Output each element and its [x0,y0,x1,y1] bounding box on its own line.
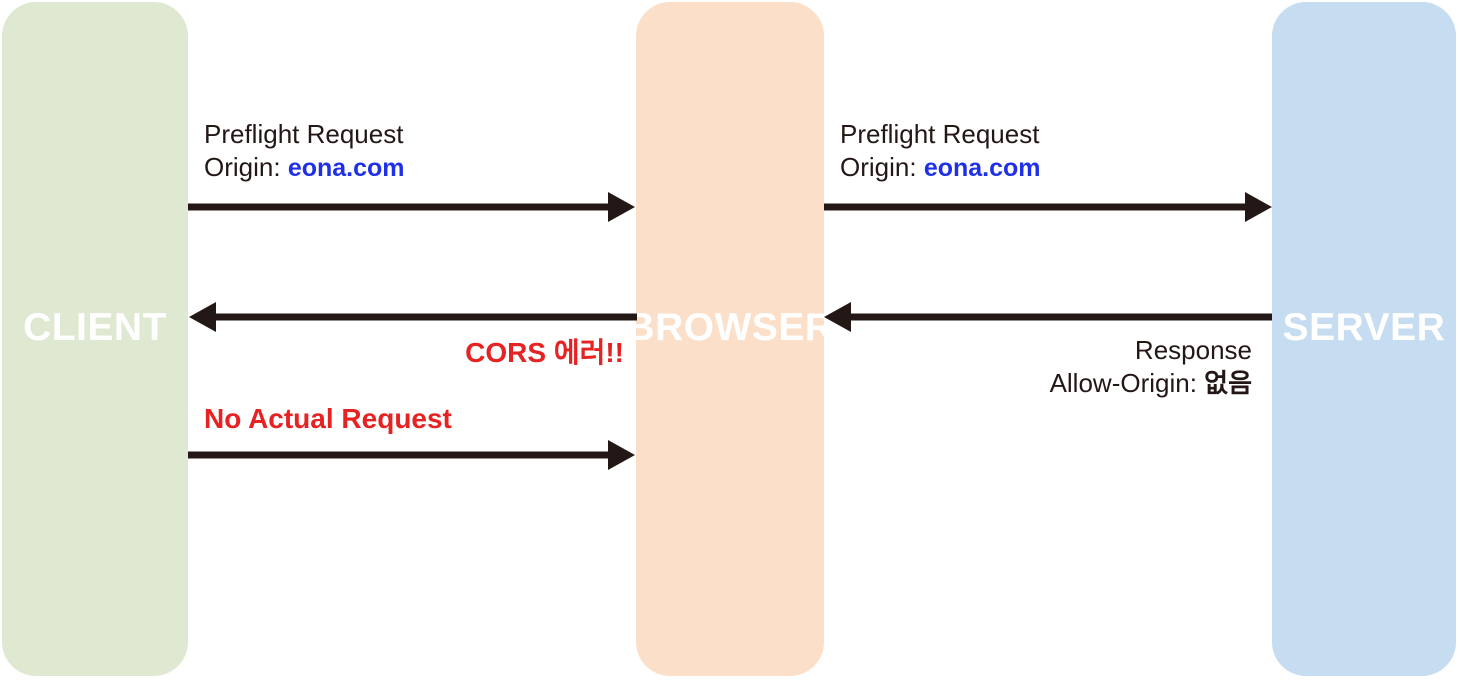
browser-column: BROWSER [626,2,833,676]
preflight-left-line2: Origin: eona.com [204,151,405,185]
origin-prefix: Origin: [204,152,288,182]
arrowhead-left-icon [824,302,851,332]
arrowhead-right-icon [1245,192,1272,222]
arrow-shaft [209,313,637,321]
preflight-left-line1: Preflight Request [204,119,404,149]
label-no-actual-request: No Actual Request [204,403,452,434]
client-column-label: CLIENT [23,306,167,349]
arrow-error-browser-to-client [189,302,637,332]
arrow-shaft [824,203,1252,211]
arrow-preflight-client-to-browser [188,192,635,222]
response-line1: Response [1134,335,1252,365]
arrow-no-actual-request [188,440,635,470]
label-preflight-request-left: Preflight Request Origin: eona.com [204,118,405,185]
arrow-response-server-to-browser [824,302,1272,332]
label-preflight-request-right: Preflight Request Origin: eona.com [840,118,1041,185]
arrowhead-left-icon [189,302,216,332]
origin-value: eona.com [923,154,1041,182]
arrow-shaft [844,313,1272,321]
arrow-shaft [188,203,615,211]
browser-column-label: BROWSER [626,306,834,349]
server-column-label: SERVER [1282,306,1446,349]
preflight-right-line2: Origin: eona.com [840,151,1041,185]
allow-origin-prefix: Allow-Origin: [1049,368,1205,398]
arrow-shaft [188,451,615,459]
server-column: SERVER [1272,2,1456,676]
arrowhead-right-icon [608,192,635,222]
arrow-preflight-browser-to-server [824,192,1272,222]
label-response: Response Allow-Origin: 없음 [1050,334,1252,400]
response-line2: Allow-Origin: 없음 [1050,367,1252,400]
arrowhead-right-icon [608,440,635,470]
origin-prefix: Origin: [840,152,924,182]
client-column: CLIENT [2,2,188,676]
origin-value: eona.com [287,154,405,182]
label-cors-error: CORS 에러!! [465,337,624,368]
allow-origin-value: 없음 [1204,368,1252,398]
preflight-right-line1: Preflight Request [840,119,1040,149]
